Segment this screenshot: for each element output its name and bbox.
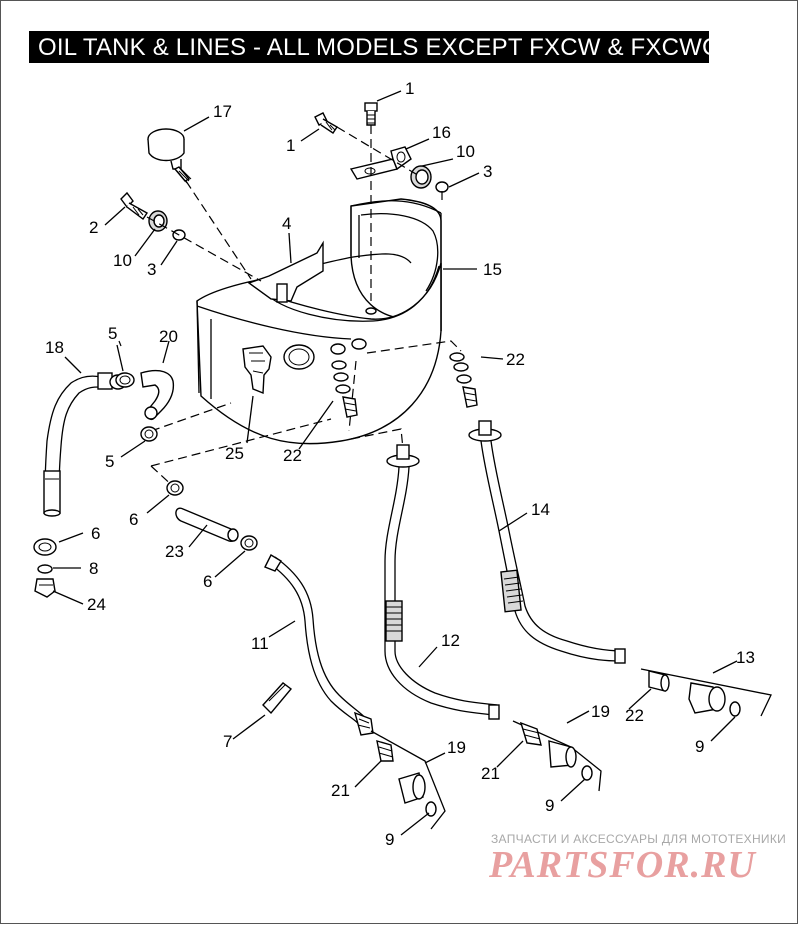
top-fasteners (120, 102, 449, 241)
oil-line-12 (384, 444, 500, 720)
fitting-group-19-middle (512, 720, 602, 792)
callout-8: 8 (89, 559, 98, 578)
callout-20: 20 (159, 327, 178, 346)
callout-9-right: 9 (695, 737, 704, 756)
callout-1-left: 1 (286, 136, 295, 155)
callout-1-top: 1 (405, 79, 414, 98)
callout-22-right-bottom: 22 (625, 706, 644, 725)
callout-10-top: 10 (456, 142, 475, 161)
fitting-group-13 (640, 668, 772, 717)
dipstick (147, 128, 192, 184)
callout-21-middle: 21 (481, 764, 500, 783)
callout-6-middle: 6 (203, 572, 212, 591)
oil-line-11 (264, 554, 374, 736)
callout-5-top: 5 (108, 324, 117, 343)
callout-18: 18 (45, 338, 64, 357)
elbow-hose (140, 369, 175, 421)
callout-14: 14 (531, 500, 550, 519)
callout-23: 23 (165, 542, 184, 561)
callout-3-left: 3 (147, 260, 156, 279)
decal (242, 345, 272, 395)
callout-3-top: 3 (483, 162, 492, 181)
watermark-tagline: ЗАПЧАСТИ И АКСЕССУАРЫ ДЛЯ МОТОТЕХНИКИ (491, 832, 787, 846)
oil-tank (196, 198, 442, 445)
callout-9-middle: 9 (545, 796, 554, 815)
callout-5-bottom: 5 (105, 452, 114, 471)
callout-7: 7 (223, 732, 232, 751)
drain-plug (34, 564, 56, 598)
callout-12: 12 (441, 631, 460, 650)
callout-4: 4 (282, 214, 291, 233)
fitting-group-19-bottom (370, 730, 446, 830)
vent-hose (43, 372, 127, 517)
assembly-lines (118, 125, 462, 490)
callout-19-middle: 19 (591, 702, 610, 721)
tank-fittings (331, 352, 478, 418)
oil-line-14 (468, 420, 626, 664)
callout-24: 24 (87, 595, 106, 614)
leader-lines (52, 90, 738, 836)
callout-labels: 1 1 16 10 3 17 2 10 3 4 15 18 5 20 22 5 … (45, 79, 755, 849)
callout-22-center: 22 (283, 446, 302, 465)
callout-21-bottom: 21 (331, 781, 350, 800)
callout-13: 13 (736, 648, 755, 667)
callout-15: 15 (483, 260, 502, 279)
callout-6-left: 6 (91, 524, 100, 543)
callout-9-bottom: 9 (385, 830, 394, 849)
drain-hose (175, 507, 239, 542)
callout-25: 25 (225, 444, 244, 463)
callout-2: 2 (89, 218, 98, 237)
callout-10-left: 10 (113, 251, 132, 270)
callout-17: 17 (213, 102, 232, 121)
line-clip (262, 682, 293, 715)
hose-clamps (33, 372, 258, 556)
callout-16: 16 (432, 123, 451, 142)
title-bar: OIL TANK & LINES - ALL MODELS EXCEPT FXC… (29, 31, 719, 63)
callout-6-upper: 6 (129, 510, 138, 529)
callout-19-bottom: 19 (447, 738, 466, 757)
callout-22-right: 22 (506, 350, 525, 369)
watermark-logo: PARTSFOR.RU (489, 844, 756, 886)
page-title: OIL TANK & LINES - ALL MODELS EXCEPT FXC… (38, 34, 720, 61)
callout-11: 11 (251, 634, 269, 653)
